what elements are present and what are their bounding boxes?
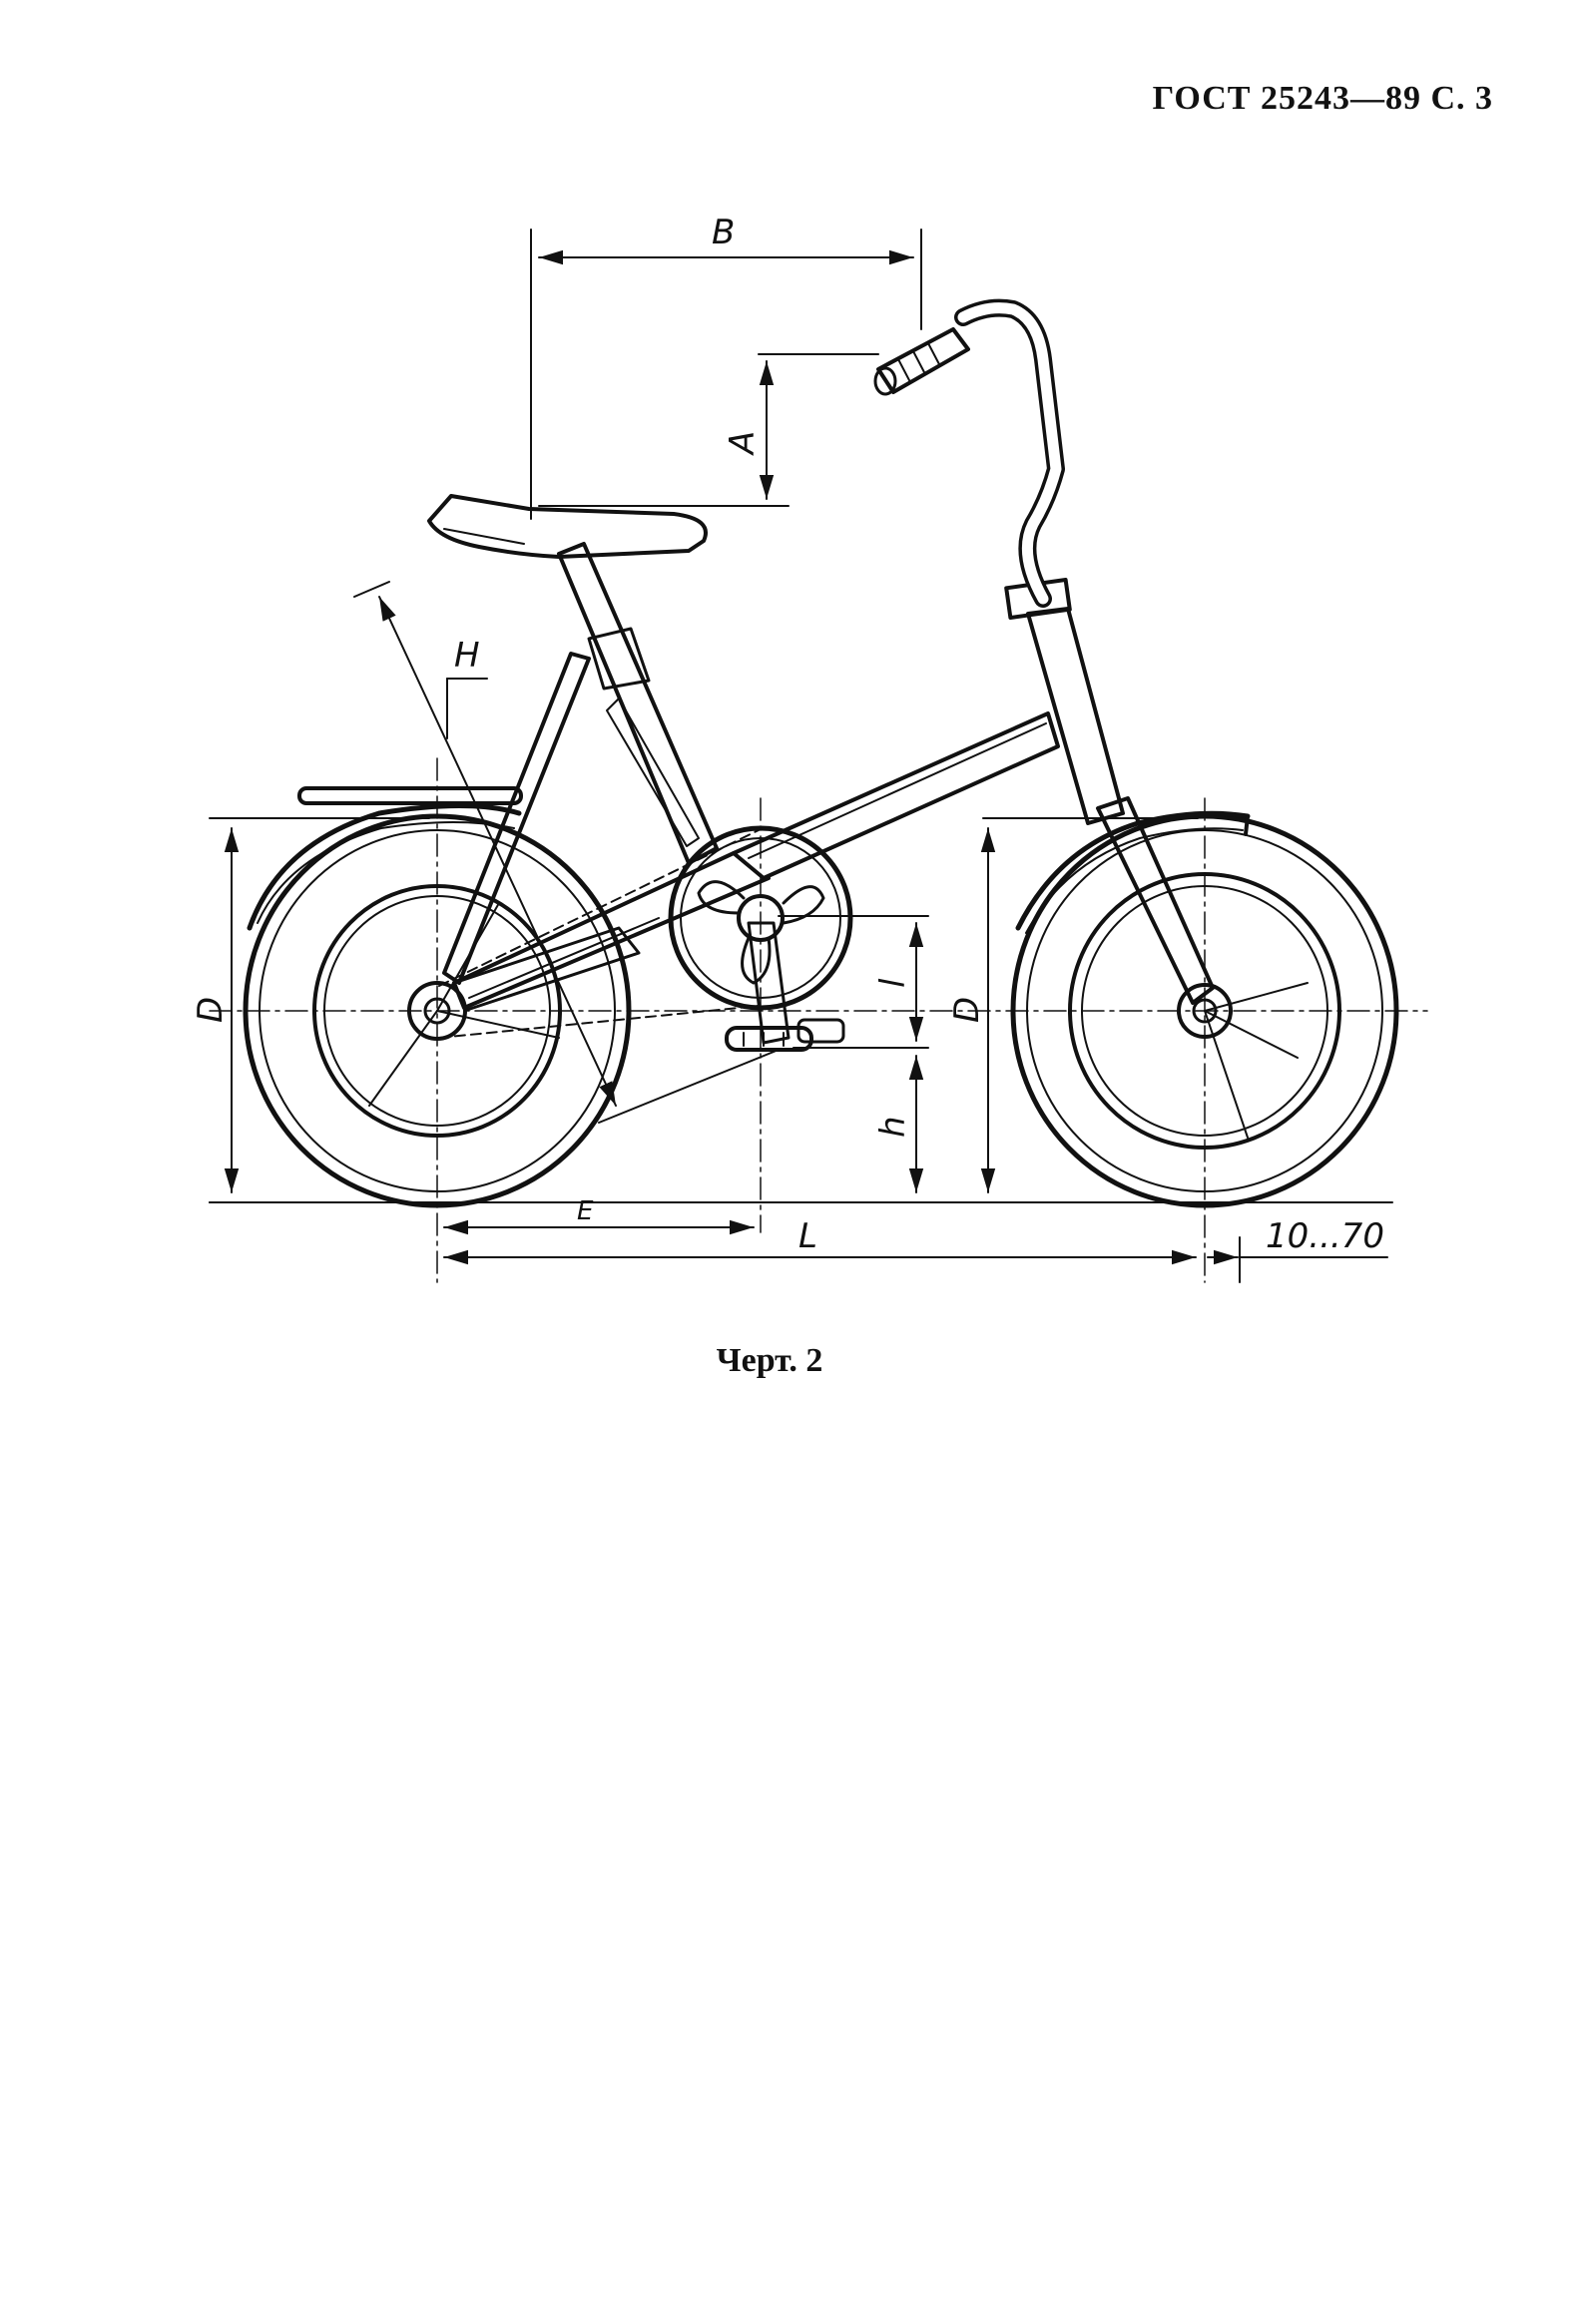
dim-label-d-right: D [947,997,987,1023]
page-header-standard: ГОСТ 25243—89 С. 3 [1152,80,1493,117]
dim-label-d-left: D [191,997,231,1023]
dim-label-h-upper: H [454,636,480,676]
bicycle-seat [427,494,708,559]
dim-label-a: A [723,431,763,456]
dim-label-l-total: L [798,1216,817,1256]
figure-caption: Черт. 2 [716,1342,823,1379]
dim-label-b: B [712,213,735,252]
handlebar [873,298,1065,608]
dim-label-l-small: l [873,978,913,988]
dimension-lines [209,229,1393,1283]
bicycle-dimension-drawing: B A H D D l h E L 10...70 [191,213,1428,1283]
dim-label-offset: 10...70 [1266,1216,1384,1256]
chainring-and-crank [438,825,853,1052]
dim-label-e: E [577,1196,594,1226]
dim-label-h-small: h [873,1116,913,1138]
bicycle-frame [442,542,1215,1012]
